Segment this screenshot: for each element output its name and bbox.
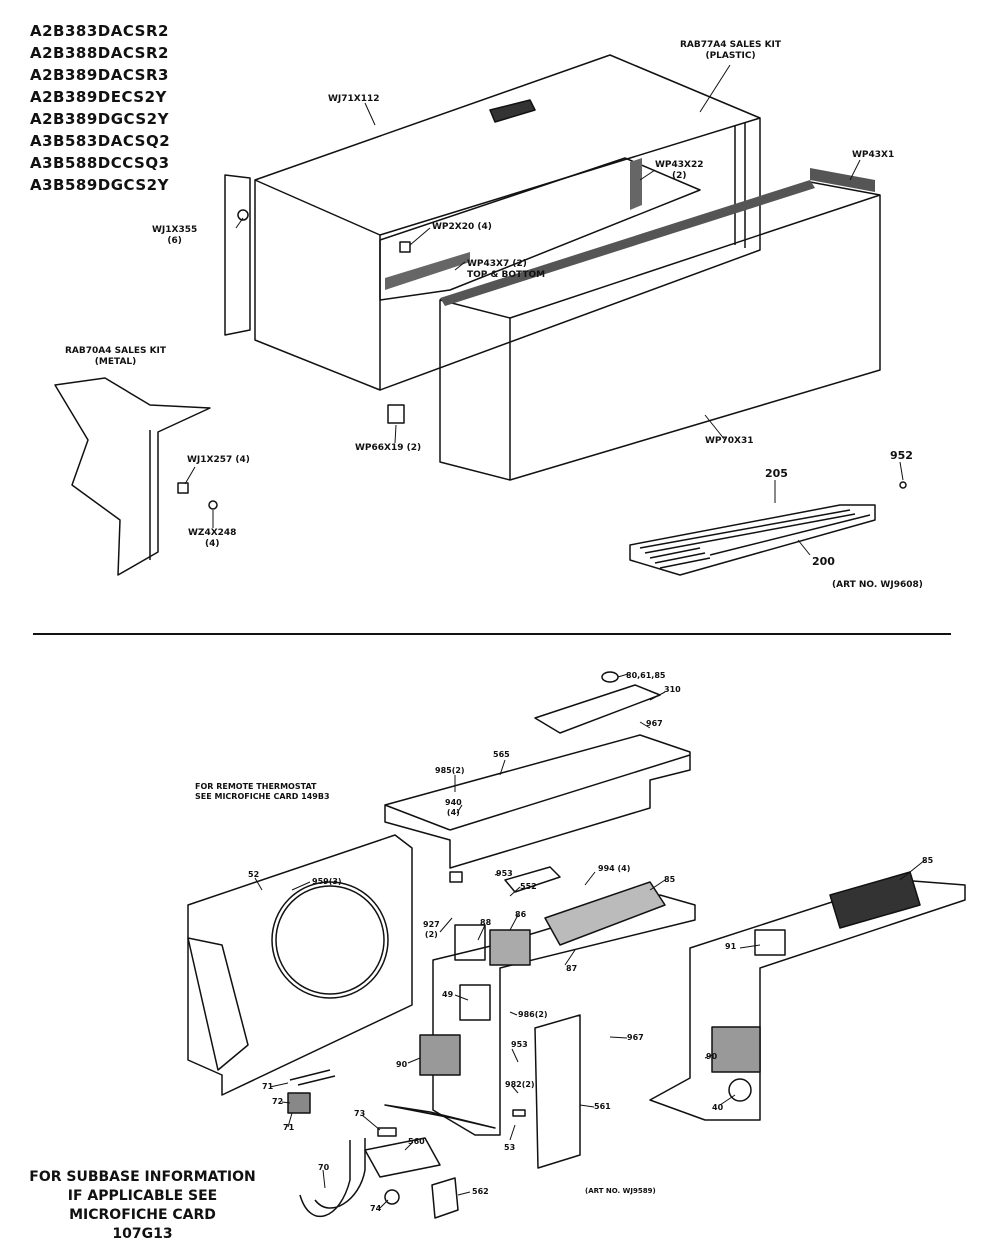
callout-rab77a4: RAB77A4 SALES KIT(PLASTIC) [680, 40, 782, 61]
callout-wp2x20: WP2X20 (4) [432, 222, 492, 232]
callout-wz4x248: WZ4X248(4) [188, 528, 237, 549]
subbase-note: FOR SUBBASE INFORMATION IF APPLICABLE SE… [29, 1169, 256, 1242]
callout-91: 91 [725, 942, 737, 951]
fan-orifice-panel [187, 834, 413, 1096]
callout-560: 560 [408, 1137, 425, 1146]
callout-wj1x355: WJ1X355(6) [152, 225, 198, 246]
callout-967: 967 [627, 1033, 644, 1042]
section-divider [33, 633, 951, 635]
callout-205: 205 [765, 467, 788, 480]
callout-wp43x7: WP43X7 (2)TOP & BOTTOM [467, 259, 546, 280]
callout-940: 940(4) [445, 798, 462, 817]
control-bracket [384, 734, 691, 869]
model-number: A3B583DACSQ2 [30, 132, 171, 150]
callout-40: 40 [712, 1103, 724, 1112]
callout-90: 90 [706, 1052, 718, 1061]
callout-53: 53 [504, 1143, 516, 1152]
thermostat-cover [534, 671, 661, 734]
model-number: A3B588DCCSQ3 [30, 154, 170, 172]
bottom-leader-lines [254, 673, 926, 1209]
callout-72: 72 [272, 1097, 284, 1106]
callout-90: 90 [396, 1060, 408, 1069]
small-fittings [177, 209, 907, 510]
callout-967: 967 [646, 719, 663, 728]
callout-wp43x1: WP43X1 [852, 150, 895, 160]
callout-rab70a4: RAB70A4 SALES KIT(METAL) [65, 346, 167, 367]
callout-wp70x31: WP70X31 [705, 436, 754, 446]
callout-310: 310 [664, 685, 681, 694]
callout-80-61-85: 80,61,85 [626, 671, 666, 680]
art-number-bottom: (ART NO. WJ9589) [585, 1187, 656, 1195]
callout-994: 994 (4) [598, 864, 631, 873]
control-chassis [419, 866, 696, 1136]
callout-wp66x19: WP66X19 (2) [355, 443, 422, 453]
callout-71: 71 [262, 1082, 274, 1091]
wall-sleeve-case [224, 54, 761, 391]
callout-73: 73 [354, 1109, 366, 1118]
callout-953: 953 [511, 1040, 528, 1049]
callout-49: 49 [442, 990, 454, 999]
callout-74: 74 [370, 1204, 382, 1213]
callout-985: 985(2) [435, 766, 465, 775]
model-number: A2B389DACSR3 [30, 66, 169, 84]
callout-85: 85 [922, 856, 934, 865]
callout-52: 52 [248, 870, 260, 879]
callout-986: 986(2) [518, 1010, 548, 1019]
callout-565: 565 [493, 750, 510, 759]
front-panel [385, 158, 881, 481]
model-list: A2B383DACSR2 A2B388DACSR2 A2B389DACSR3 A… [30, 20, 170, 196]
right-chassis [649, 871, 966, 1121]
callout-wj1x257: WJ1X257 (4) [187, 455, 250, 465]
callout-wp43x22: WP43X22(2) [655, 160, 704, 181]
art-number-top: (ART NO. WJ9608) [832, 580, 923, 590]
access-cover [534, 1014, 581, 1169]
top-leader-lines [184, 64, 904, 556]
callout-561: 561 [594, 1102, 611, 1111]
callout-70: 70 [318, 1163, 330, 1172]
model-number: A2B389DECS2Y [30, 88, 167, 106]
callout-927: 927(2) [423, 920, 440, 939]
metal-side-panel [54, 377, 211, 576]
wiring-parts [287, 1069, 526, 1219]
callout-982: 982(2) [505, 1080, 535, 1089]
callout-88: 88 [480, 918, 492, 927]
callout-953: 953 [496, 869, 513, 878]
callout-71: 71 [283, 1123, 295, 1132]
callout-wj71x112: WJ71X112 [328, 94, 380, 104]
callout-959: 959(3) [312, 877, 342, 886]
model-number: A2B383DACSR2 [30, 22, 169, 40]
model-number: A3B589DGCS2Y [30, 176, 169, 194]
callout-85: 85 [664, 875, 676, 884]
model-number: A2B388DACSR2 [30, 44, 169, 62]
callout-952: 952 [890, 449, 913, 462]
front-grille [629, 504, 876, 576]
callout-86: 86 [515, 910, 527, 919]
callout-562: 562 [472, 1187, 489, 1196]
callout-200: 200 [812, 555, 835, 568]
callout-87: 87 [566, 964, 578, 973]
callout-552: 552 [520, 882, 537, 891]
model-number: A2B389DGCS2Y [30, 110, 169, 128]
